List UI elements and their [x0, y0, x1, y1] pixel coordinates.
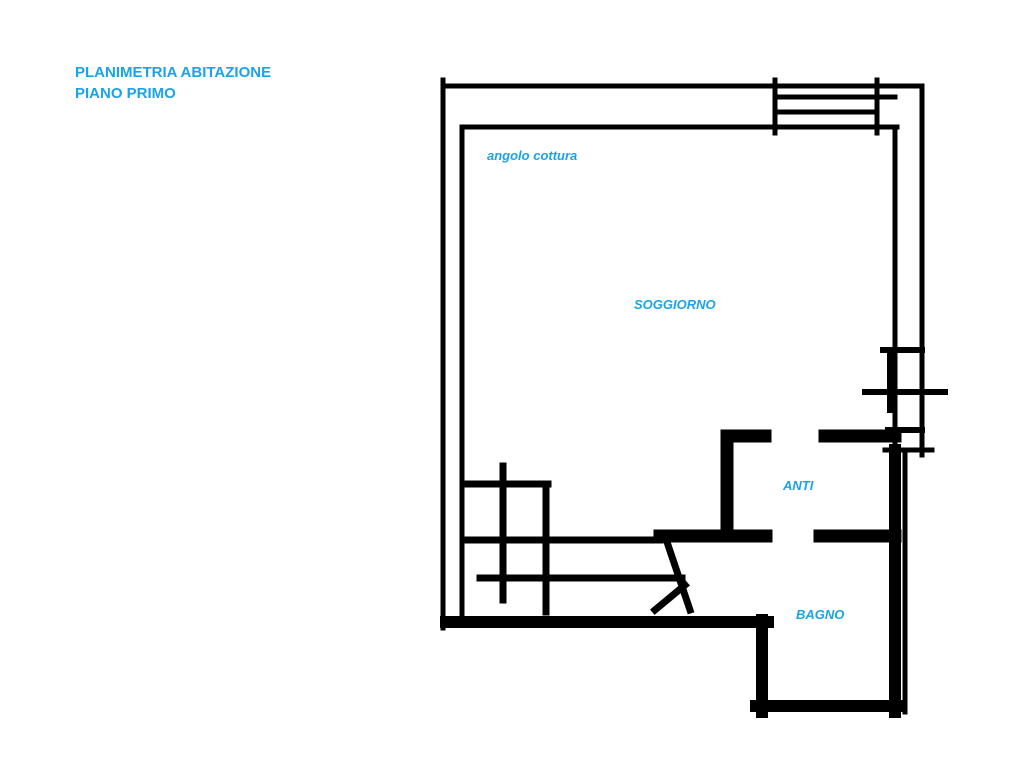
room-label-anteroom: ANTI	[782, 478, 814, 493]
outer-wall-left	[440, 77, 465, 631]
room-label-bathroom: BAGNO	[796, 607, 844, 622]
anteroom-left-wall	[653, 429, 773, 543]
bathroom-right-wall-detail	[882, 447, 935, 715]
drawing-title: PLANIMETRIA ABITAZIONE PIANO PRIMO	[75, 62, 271, 104]
room-label-living: SOGGIORNO	[634, 297, 716, 312]
drawing-title-line-2: PIANO PRIMO	[75, 85, 176, 102]
room-labels: angolo cottura SOGGIORNO ANTI BAGNO	[487, 148, 844, 622]
outer-wall-top	[440, 83, 925, 130]
room-label-kitchen: angolo cottura	[487, 148, 577, 163]
staircase	[464, 462, 695, 616]
drawing-title-line-1: PLANIMETRIA ABITAZIONE	[75, 64, 272, 81]
walls	[440, 77, 948, 718]
outer-wall-right	[892, 83, 925, 458]
top-window	[772, 77, 898, 136]
anteroom-right-wall	[813, 429, 902, 543]
bathroom-left-wall	[750, 614, 906, 718]
right-window	[862, 347, 948, 433]
